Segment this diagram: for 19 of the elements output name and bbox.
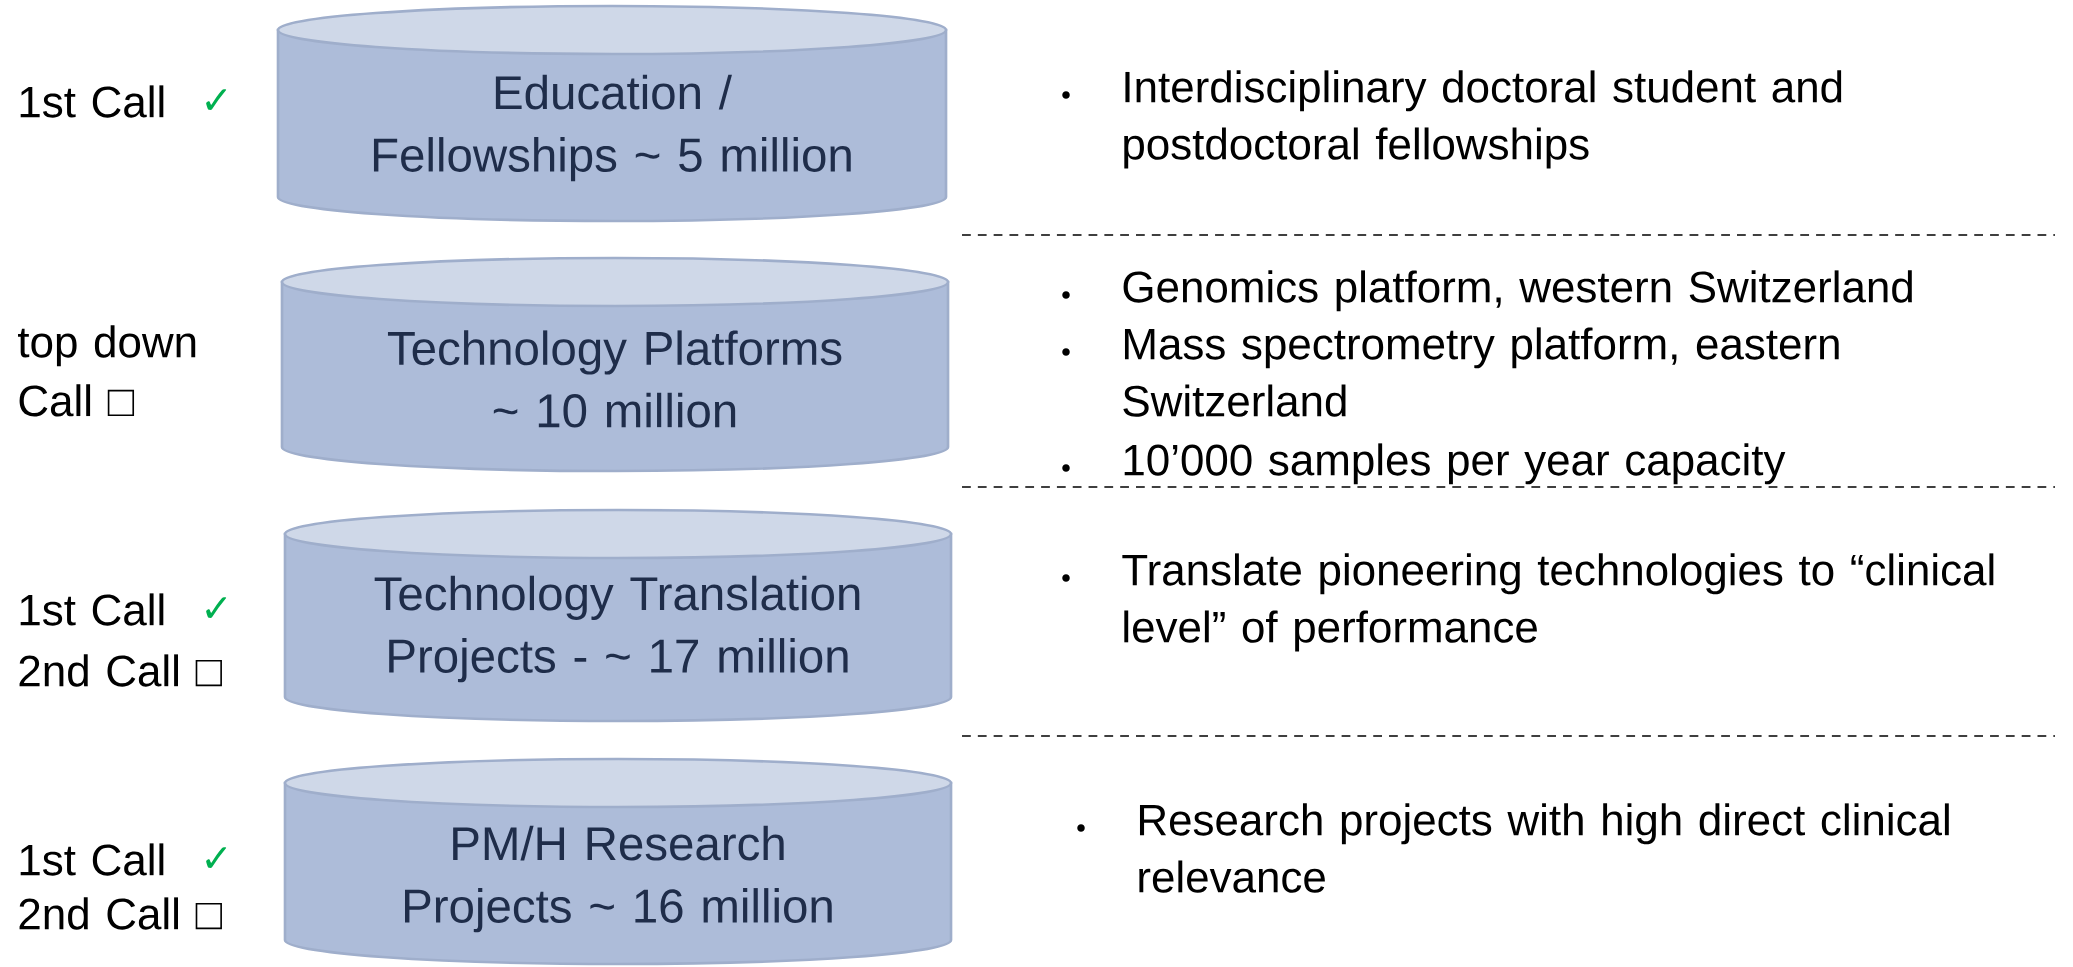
cylinder: Technology Platforms ~ 10 million	[280, 256, 950, 473]
cylinder: Education / Fellowships ~ 5 million	[276, 4, 948, 223]
call-label: 1st Call	[20, 843, 164, 876]
bullet-item: Translate pioneering technologies to “clinical level” of performance	[1062, 553, 1994, 652]
check-mark: ✓	[206, 89, 227, 110]
bullet-item: Genomics platform, western Switzerland	[1062, 270, 1912, 312]
bullet-item: Interdisciplinary doctoral student and postdoctoral fellowships	[1062, 70, 1842, 169]
check-mark: ✓	[206, 597, 227, 618]
call-label: top down Call □	[18, 325, 196, 417]
call-label: 2nd Call □	[19, 897, 222, 930]
bullet-item: Mass spectrometry platform, eastern Switzerland	[1062, 327, 1839, 417]
cylinder: Technology Translation Projects - ~ 17 million	[283, 508, 953, 723]
check-mark: ✓	[206, 847, 227, 868]
bullet-item: 10’000 samples per year capacity	[1062, 443, 1786, 485]
cylinder: PM/H Research Projects ~ 16 million	[283, 757, 953, 966]
call-label: 2nd Call □	[19, 654, 222, 687]
call-label: 1st Call	[20, 85, 164, 118]
bullet-item: Research projects with high direct clinical relevance	[1077, 803, 1949, 893]
call-label: 1st Call	[20, 593, 164, 626]
